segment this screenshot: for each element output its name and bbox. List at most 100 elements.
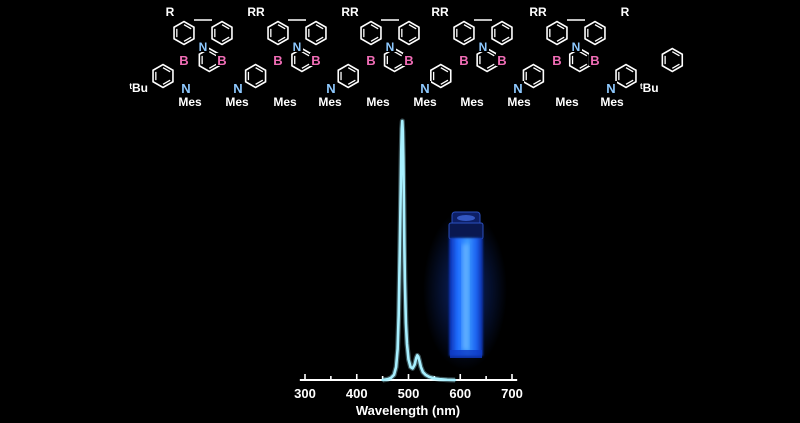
double-bond [315, 36, 324, 42]
series-group [381, 118, 457, 383]
double-bond [183, 24, 192, 30]
substituent-label: RR [431, 5, 449, 19]
double-bond [394, 63, 402, 69]
carbazole-nitrogen: N [386, 40, 395, 54]
double-bond [370, 36, 379, 42]
boron-atom: B [497, 53, 506, 68]
backbone-nitrogen: N [326, 81, 335, 96]
carbazole-ring-right [584, 20, 606, 46]
double-bond [347, 79, 356, 85]
double-bond [301, 51, 310, 57]
double-bond [556, 24, 565, 30]
mes-label: Mes [273, 95, 297, 109]
mes-label: Mes [178, 95, 202, 109]
double-bond [556, 36, 565, 42]
double-bond [370, 24, 379, 30]
double-bond [533, 67, 541, 73]
carbazole-ring-right [398, 20, 420, 46]
x-tick-label: 500 [398, 386, 420, 401]
carbazole-nitrogen: N [199, 40, 208, 54]
boron-atom-bg [589, 53, 601, 66]
x-tick-label: 300 [294, 386, 316, 401]
x-tick-label: 700 [501, 386, 523, 401]
substituent-label: RR [247, 5, 265, 19]
boron-atom: B [273, 53, 282, 68]
carbazole-ring-right [491, 20, 513, 46]
double-bond [501, 36, 510, 42]
double-bond [408, 36, 417, 42]
carbazole-ring-left [360, 20, 382, 46]
double-bond [501, 24, 510, 30]
boron-atom-bg [496, 53, 508, 66]
boron-atom-bg [551, 53, 563, 66]
double-bond [301, 63, 310, 69]
double-bond [162, 79, 171, 85]
double-bond [440, 79, 449, 85]
double-bond [594, 24, 603, 30]
cuvette-photo [423, 210, 507, 370]
backbone-nitrogen: N [181, 81, 190, 96]
backbone-ring [430, 63, 452, 89]
substituent-label: R [621, 5, 630, 19]
boron-atom-bg [178, 53, 190, 66]
backbone-nitrogen-bg [232, 81, 244, 94]
double-bond [579, 51, 588, 57]
backbone-nitrogen: N [606, 81, 615, 96]
substituent-label: RR [529, 5, 547, 19]
carbazole-ring-left [173, 20, 195, 46]
boron-atom: B [404, 53, 413, 68]
double-bond [533, 79, 541, 85]
tbu-left-label: ᵗBu [129, 81, 148, 95]
backbone-nitrogen: N [513, 81, 522, 96]
backbone-ring [244, 63, 267, 89]
double-bond [463, 24, 472, 30]
double-bond [208, 63, 217, 69]
boron-atom-bg [365, 53, 377, 66]
backbone-ring [522, 63, 545, 89]
substituent-label: R [166, 5, 175, 19]
carbazole-nitrogen-bg [291, 39, 303, 52]
carbazole-nitrogen: N [293, 40, 302, 54]
backbone-nitrogen-bg [325, 81, 337, 94]
double-bond [486, 63, 495, 69]
double-bond [594, 36, 603, 42]
backbone-ring [615, 63, 637, 89]
backbone-nitrogen-bg [512, 81, 524, 94]
double-bond [347, 67, 356, 73]
carbazole-ring-right [211, 20, 233, 46]
double-bond [221, 36, 230, 42]
double-bond [486, 51, 495, 57]
double-bond [221, 24, 230, 30]
double-bond [255, 79, 264, 85]
double-bond [579, 63, 588, 69]
substituent-label: RR [341, 5, 359, 19]
backbone-nitrogen: N [233, 81, 242, 96]
double-bond [277, 24, 286, 30]
carbazole-nitrogen: N [572, 40, 581, 54]
double-bond [315, 24, 324, 30]
boron-atom: B [366, 53, 375, 68]
double-bond [440, 67, 449, 73]
carbazole-nitrogen-bg [477, 39, 489, 52]
mes-label: Mes [600, 95, 624, 109]
boron-atom: B [311, 53, 320, 68]
double-bond [408, 24, 417, 30]
double-bond [625, 79, 634, 85]
tbu-right-label: ᵗBu [640, 81, 659, 95]
carbazole-ring-left [453, 20, 475, 46]
carbazole-ring-right [305, 20, 327, 46]
boron-atom-bg [216, 53, 228, 66]
carbazole-nitrogen-bg [197, 39, 209, 52]
cuvette-base [450, 350, 482, 358]
cuvette-highlight [462, 244, 469, 350]
backbone-nitrogen: N [420, 81, 429, 96]
backbone-ring [337, 63, 359, 89]
boron-atom-bg [458, 53, 470, 66]
mes-label: Mes [366, 95, 390, 109]
x-tick-label: 600 [449, 386, 471, 401]
mes-label: Mes [318, 95, 342, 109]
